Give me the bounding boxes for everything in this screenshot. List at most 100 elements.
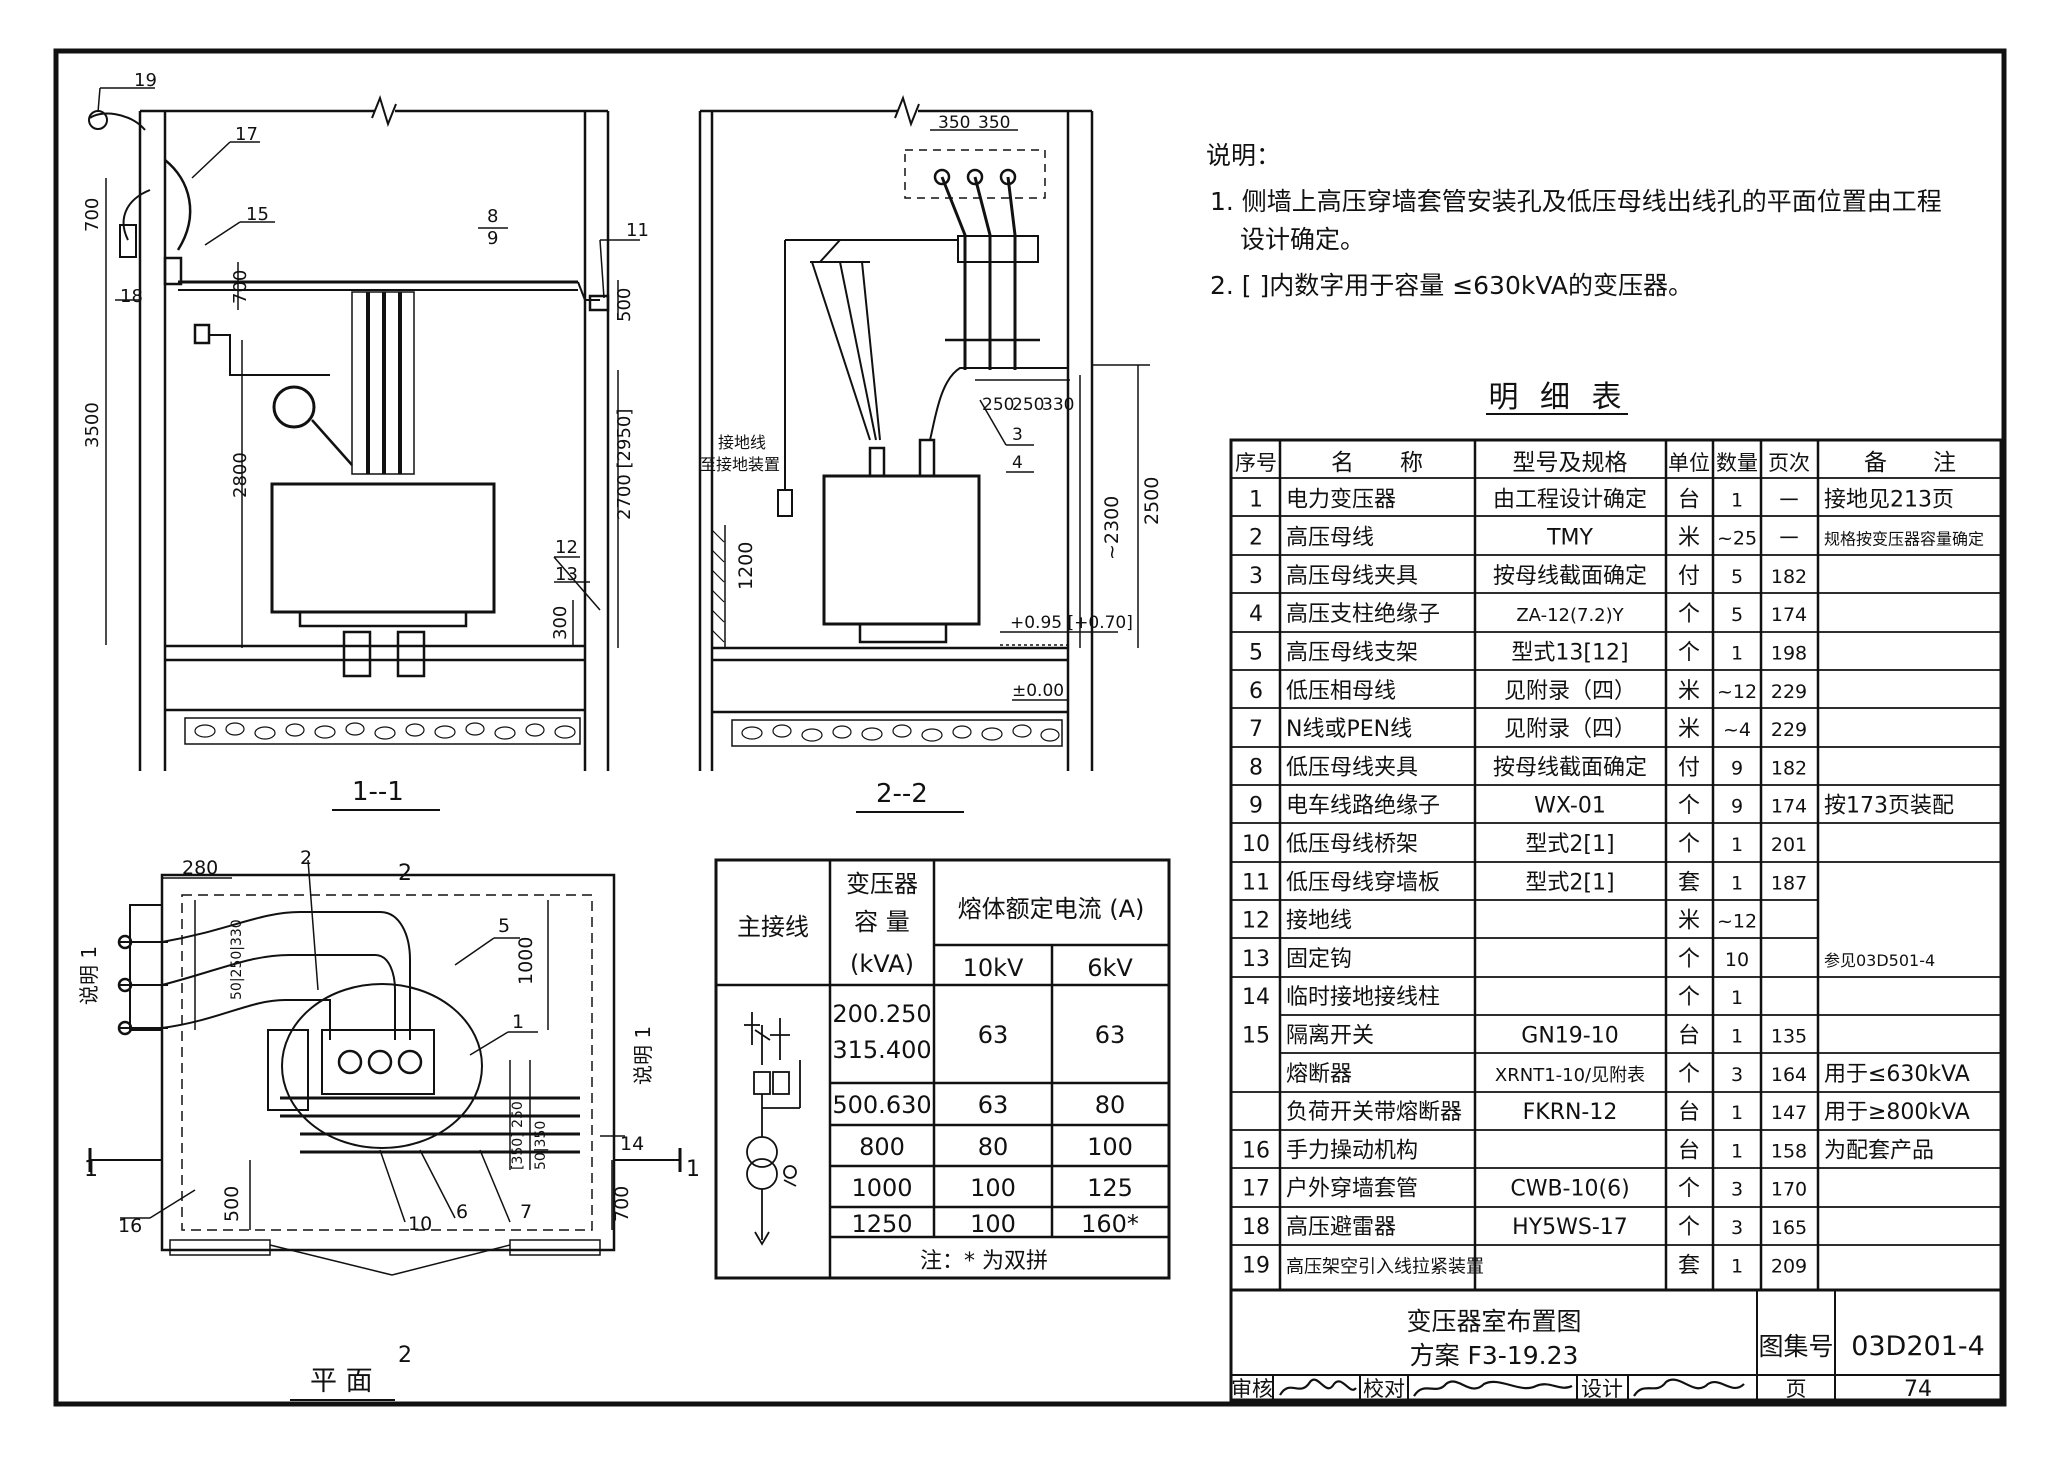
- col-header-page: 页次: [1768, 451, 1810, 475]
- row-5-10kv: 100: [970, 1210, 1016, 1238]
- detail-cell-spec: FKRN-12: [1523, 1100, 1618, 1125]
- detail-cell-name: 手力操动机构: [1286, 1138, 1418, 1163]
- detail-cell-name: 负荷开关带熔断器: [1286, 1100, 1462, 1125]
- col-header-qty: 数量: [1716, 451, 1758, 475]
- detail-cell-qty: 1: [1731, 872, 1743, 894]
- detail-cell-note: 规格按变压器容量确定: [1824, 530, 1984, 549]
- review-label: 审核: [1231, 1377, 1273, 1401]
- dim-1000: 1000: [515, 937, 537, 985]
- col-header-remark: 备 注: [1864, 450, 1956, 476]
- detail-cell-unit: 付: [1678, 564, 1700, 589]
- detail-cell-unit: 付: [1678, 755, 1700, 780]
- dim-330: 330: [1042, 395, 1074, 415]
- detail-cell-no: 19: [1242, 1253, 1270, 1278]
- dim-500-plan: 500: [221, 1186, 243, 1222]
- detail-cell-name: 户外穿墙套管: [1286, 1177, 1418, 1202]
- detail-cell-page: 198: [1771, 643, 1807, 665]
- ground-wire-label-1: 接地线: [718, 433, 766, 452]
- notes-heading: 说明：: [1206, 141, 1281, 170]
- dim-250-a: 250: [982, 395, 1014, 415]
- detail-cell-page: 187: [1771, 872, 1807, 894]
- row-5-capacity: 1250: [851, 1210, 912, 1238]
- detail-cell-no: 15: [1242, 1024, 1270, 1049]
- detail-cell-unit: 台: [1678, 1138, 1700, 1163]
- section-mark-2-bottom: 2: [398, 1343, 412, 1368]
- level-000: ±0.00: [1012, 681, 1064, 701]
- dim-1200: 1200: [735, 542, 757, 590]
- detail-cell-spec: ZA-12(7.2)Y: [1516, 605, 1624, 626]
- detail-cell-name: 接地线: [1286, 909, 1352, 934]
- detail-cell-no: 3: [1249, 564, 1263, 589]
- drawing-scheme: 方案 F3-19.23: [1410, 1341, 1579, 1370]
- dim-50-350: 50|350: [533, 1121, 549, 1170]
- detail-cell-qty: 1: [1731, 489, 1743, 511]
- detail-cell-no: 4: [1249, 602, 1263, 627]
- header-6kv: 6kV: [1087, 954, 1133, 982]
- atlas-label: 图集号: [1758, 1332, 1833, 1361]
- callout-12: 12: [555, 537, 578, 558]
- detail-cell-spec: XRNT1-10/见附表: [1495, 1065, 1645, 1086]
- detail-cell-no: 1: [1249, 487, 1263, 512]
- row-2-6kv: 80: [1095, 1091, 1126, 1119]
- detail-cell-name: 高压避雷器: [1286, 1215, 1396, 1240]
- dim-300: 300: [550, 606, 571, 640]
- detail-cell-page: 170: [1771, 1179, 1807, 1201]
- detail-cell-qty: 3: [1731, 1179, 1743, 1201]
- detail-cell-name: 隔离开关: [1286, 1024, 1374, 1049]
- plan-view: [88, 859, 682, 1276]
- design-label: 设计: [1581, 1377, 1623, 1401]
- detail-cell-note: 用于≤630kVA: [1824, 1062, 1970, 1087]
- detail-cell-no: 11: [1242, 870, 1270, 895]
- header-capacity-l2: 容 量: [854, 908, 910, 936]
- side-note-left: 说明 1: [77, 946, 101, 1005]
- detail-cell-no: 5: [1249, 641, 1263, 666]
- dim-50-250-330: 50|250|330: [229, 919, 245, 1000]
- section-2-2-view: [698, 94, 1150, 771]
- check-label: 校对: [1363, 1377, 1405, 1401]
- detail-cell-no: 7: [1249, 717, 1263, 742]
- detail-cell-name: 电力变压器: [1286, 487, 1396, 512]
- detail-cell-page: 209: [1771, 1255, 1807, 1277]
- detail-cell-qty: 9: [1731, 757, 1743, 779]
- detail-cell-name: 低压母线穿墙板: [1286, 870, 1440, 895]
- detail-cell-unit: 米: [1678, 909, 1700, 934]
- callout-8: 8: [487, 206, 498, 227]
- row-4-6kv: 125: [1087, 1174, 1133, 1202]
- plan-view-labels: 280 1000 500 700 50|250|330 [350] 250 50…: [77, 847, 700, 1397]
- dim-2300: ~2300: [1101, 496, 1123, 560]
- section-mark-1-right: 1: [686, 1157, 700, 1182]
- detail-cell-name: 高压支柱绝缘子: [1286, 602, 1440, 627]
- dim-3500: 3500: [82, 402, 103, 448]
- detail-cell-page: 165: [1771, 1217, 1807, 1239]
- detail-cell-note: 接地见213页: [1824, 487, 1954, 512]
- detail-cell-page: 229: [1771, 681, 1807, 703]
- dim-2700-2950: 2700 [2950]: [614, 409, 635, 520]
- dim-250-b: 250: [1012, 395, 1044, 415]
- detail-cell-no: 18: [1242, 1215, 1270, 1240]
- callout-3: 3: [1012, 425, 1023, 445]
- detail-cell-qty: 3: [1731, 1064, 1743, 1086]
- detail-cell-name: 低压相母线: [1286, 679, 1396, 704]
- dim-2800: 2800: [230, 452, 251, 498]
- detail-cell-spec: 见附录（四）: [1504, 679, 1636, 704]
- detail-cell-qty: 3: [1731, 1217, 1743, 1239]
- dim-700-plan: 700: [611, 1186, 633, 1222]
- row-4-10kv: 100: [970, 1174, 1016, 1202]
- detail-cell-page: 147: [1771, 1102, 1807, 1124]
- note-1: 1. 侧墙上高压穿墙套管安装孔及低压母线出线孔的平面位置由工程: [1210, 187, 1942, 216]
- main-wiring-diagram: [744, 1012, 801, 1246]
- section-1-1-title: 1--1: [352, 777, 404, 807]
- row-4-capacity: 1000: [851, 1174, 912, 1202]
- detail-cell-unit: 台: [1678, 1024, 1700, 1049]
- detail-cell-unit: 个: [1678, 985, 1700, 1010]
- col-header-spec: 型号及规格: [1513, 450, 1628, 476]
- detail-cell-no: 8: [1249, 755, 1263, 780]
- fuse-table-text: 主接线 变压器 容 量 (kVA) 熔体额定电流 (A) 10kV 6kV 20…: [737, 870, 1144, 1274]
- dim-500: 500: [614, 288, 635, 322]
- note-2: 2. [ ]内数字用于容量 ≤630kVA的变压器。: [1210, 271, 1693, 300]
- detail-cell-unit: 米: [1678, 679, 1700, 704]
- callout-6: 6: [456, 1201, 468, 1223]
- detail-cell-note: 按173页装配: [1824, 794, 1954, 819]
- callout-19: 19: [134, 70, 157, 91]
